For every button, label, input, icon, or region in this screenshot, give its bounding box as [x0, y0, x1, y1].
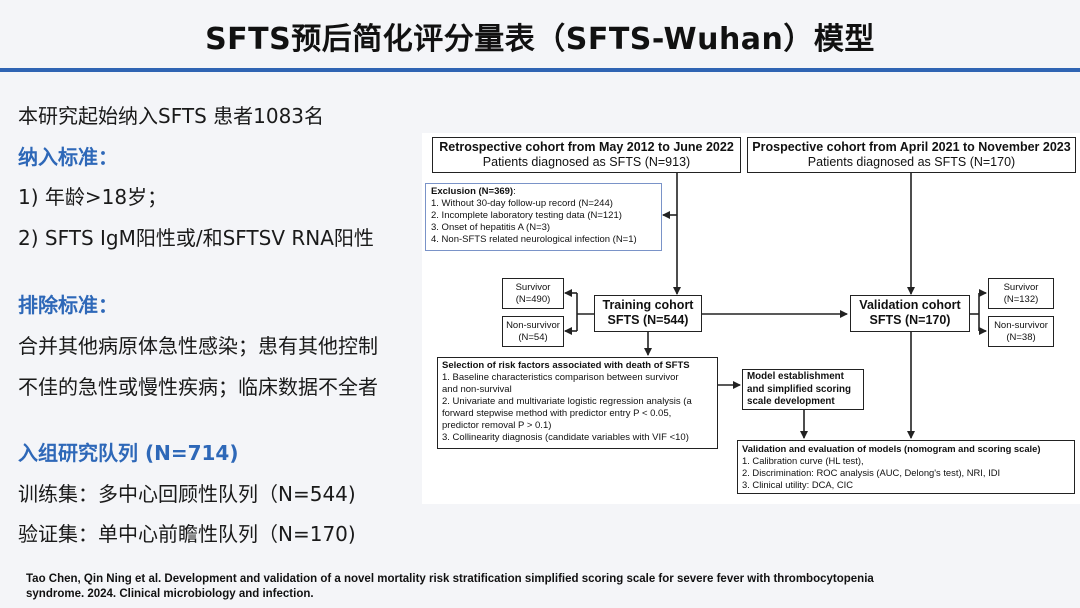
survivor-label: Survivor	[1003, 282, 1039, 293]
citation-line-2: syndrome. 2024. Clinical microbiology an…	[26, 588, 314, 600]
validation-cohort-title: Validation cohort	[859, 298, 961, 312]
training-set-text: 训练集：多中心回顾性队列（N=544)	[18, 482, 356, 506]
intro-text: 本研究起始纳入SFTS 患者1083名	[18, 104, 325, 128]
exclusion-heading: 排除标准：	[18, 293, 118, 317]
survivor-count: (N=132)	[1003, 294, 1039, 305]
exclusion-item: 4. Non-SFTS related neurological infecti…	[431, 234, 637, 245]
selection-item: and non-survival	[442, 384, 512, 395]
prospective-subtitle: Patients diagnosed as SFTS (N=170)	[807, 155, 1016, 169]
page-title: SFTS预后简化评分量表（SFTS-Wuhan）模型	[205, 22, 875, 57]
selection-item: 3. Collinearity diagnosis (candidate var…	[442, 432, 689, 443]
exclusion-title: Exclusion (N=369)	[431, 186, 514, 197]
training-nonsurvivor-box: Non-survivor (N=54)	[502, 316, 564, 347]
inclusion-item-1: 1) 年龄>18岁；	[18, 185, 168, 209]
model-line: and simplified scoring	[747, 383, 851, 395]
validation-survivor-box: Survivor (N=132)	[988, 278, 1054, 309]
validation-cohort-count: SFTS (N=170)	[869, 313, 951, 327]
selection-item: 2. Univariate and multivariate logistic …	[442, 396, 692, 407]
training-survivor-box: Survivor (N=490)	[502, 278, 564, 309]
retrospective-title: Retrospective cohort from May 2012 to Ju…	[439, 140, 734, 154]
retrospective-subtitle: Patients diagnosed as SFTS (N=913)	[482, 155, 691, 169]
evaluation-item: 3. Clinical utility: DCA, CIC	[742, 479, 853, 490]
exclusion-item: 1. Without 30-day follow-up record (N=24…	[431, 198, 613, 209]
evaluation-item: 2. Discrimination: ROC analysis (AUC, De…	[742, 467, 1001, 478]
exclusion-box: Exclusion (N=369): 1. Without 30-day fol…	[425, 183, 662, 251]
survivor-count: (N=490)	[515, 294, 551, 305]
model-establishment-box: Model establishment and simplified scori…	[742, 369, 864, 410]
exclusion-colon: :	[513, 186, 516, 197]
prospective-title: Prospective cohort from April 2021 to No…	[752, 140, 1071, 154]
model-line: scale development	[747, 396, 835, 407]
citation-line-1: Tao Chen, Qin Ning et al. Development an…	[26, 573, 874, 585]
nonsurvivor-count: (N=54)	[518, 332, 548, 343]
validation-evaluation-box: Validation and evaluation of models (nom…	[737, 440, 1075, 494]
risk-factor-selection-box: Selection of risk factors associated wit…	[437, 357, 718, 449]
nonsurvivor-label: Non-survivor	[994, 320, 1048, 331]
selection-item: predictor removal P > 0.1)	[442, 420, 552, 431]
flowchart: Retrospective cohort from May 2012 to Ju…	[422, 133, 1080, 504]
selection-item: forward stepwise method with predictor e…	[442, 408, 672, 419]
exclusion-item: 3. Onset of hepatitis A (N=3)	[431, 222, 551, 233]
training-cohort-count: SFTS (N=544)	[607, 313, 689, 327]
training-cohort-title: Training cohort	[602, 298, 694, 312]
nonsurvivor-count: (N=38)	[1006, 332, 1036, 343]
inclusion-item-2: 2) SFTS IgM阳性或/和SFTSV RNA阳性	[18, 226, 374, 250]
selection-title: Selection of risk factors associated wit…	[442, 360, 690, 371]
citation: Tao Chen, Qin Ning et al. Development an…	[26, 572, 1066, 602]
survivor-label: Survivor	[515, 282, 551, 293]
exclusion-title-line: Exclusion (N=369):	[431, 186, 661, 198]
model-line: Model establishment	[747, 371, 844, 382]
selection-item: 1. Baseline characteristics comparison b…	[442, 372, 679, 383]
exclusion-item: 2. Incomplete laboratory testing data (N…	[431, 210, 622, 221]
flowchart-connectors	[564, 171, 987, 439]
nonsurvivor-label: Non-survivor	[506, 320, 560, 331]
exclusion-line-1: 合并其他病原体急性感染；患有其他控制	[18, 334, 378, 358]
inclusion-heading: 纳入标准：	[18, 145, 118, 169]
exclusion-line-2: 不佳的急性或慢性疾病；临床数据不全者	[18, 375, 378, 399]
evaluation-title: Validation and evaluation of models (nom…	[742, 443, 1041, 454]
retrospective-cohort-box: Retrospective cohort from May 2012 to Ju…	[432, 137, 741, 173]
validation-cohort-box: Validation cohort SFTS (N=170)	[850, 295, 970, 332]
validation-set-text: 验证集：单中心前瞻性队列（N=170)	[18, 522, 356, 546]
prospective-cohort-box: Prospective cohort from April 2021 to No…	[747, 137, 1076, 173]
training-cohort-box: Training cohort SFTS (N=544)	[594, 295, 702, 332]
title-underline	[0, 68, 1080, 72]
cohort-heading: 入组研究队列 (N=714)	[18, 441, 239, 465]
evaluation-item: 1. Calibration curve (HL test),	[742, 455, 864, 466]
validation-nonsurvivor-box: Non-survivor (N=38)	[988, 316, 1054, 347]
